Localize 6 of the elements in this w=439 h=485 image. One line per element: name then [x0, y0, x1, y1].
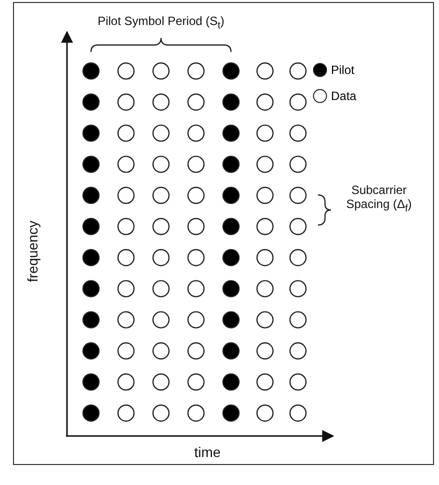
legend-label: Pilot: [331, 63, 354, 77]
legend-label: Data: [331, 89, 356, 103]
period-label: Pilot Symbol Period (S$_{t}$): [96, 14, 226, 32]
axis-label: time: [193, 444, 222, 461]
spacing-label: Subcarrier Spacing (Δ$_{f}$): [345, 183, 413, 216]
axis-label: frequency: [24, 220, 42, 284]
